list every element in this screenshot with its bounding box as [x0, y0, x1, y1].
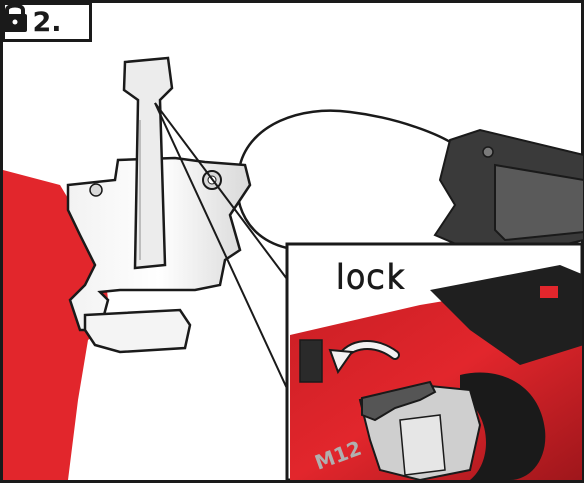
housing-screw-left — [89, 183, 103, 197]
cable-loop — [238, 109, 456, 166]
padlock-icon — [3, 3, 27, 32]
step-number: 2. — [32, 6, 62, 38]
inset-grip-block — [299, 339, 323, 383]
inset-black-band — [460, 372, 546, 480]
grey-device-panel — [494, 163, 584, 242]
grey-device-screw — [482, 146, 494, 158]
callout-line-lower — [154, 102, 291, 396]
arrow-head-icon — [328, 348, 354, 375]
lock-label: lock — [335, 257, 405, 297]
inset-panel: M12 — [285, 242, 584, 482]
clip-lower-bar — [83, 308, 192, 354]
callout-line-upper — [154, 102, 291, 284]
red-tool-body — [3, 170, 108, 480]
inset-lock-slider[interactable] — [361, 380, 437, 422]
